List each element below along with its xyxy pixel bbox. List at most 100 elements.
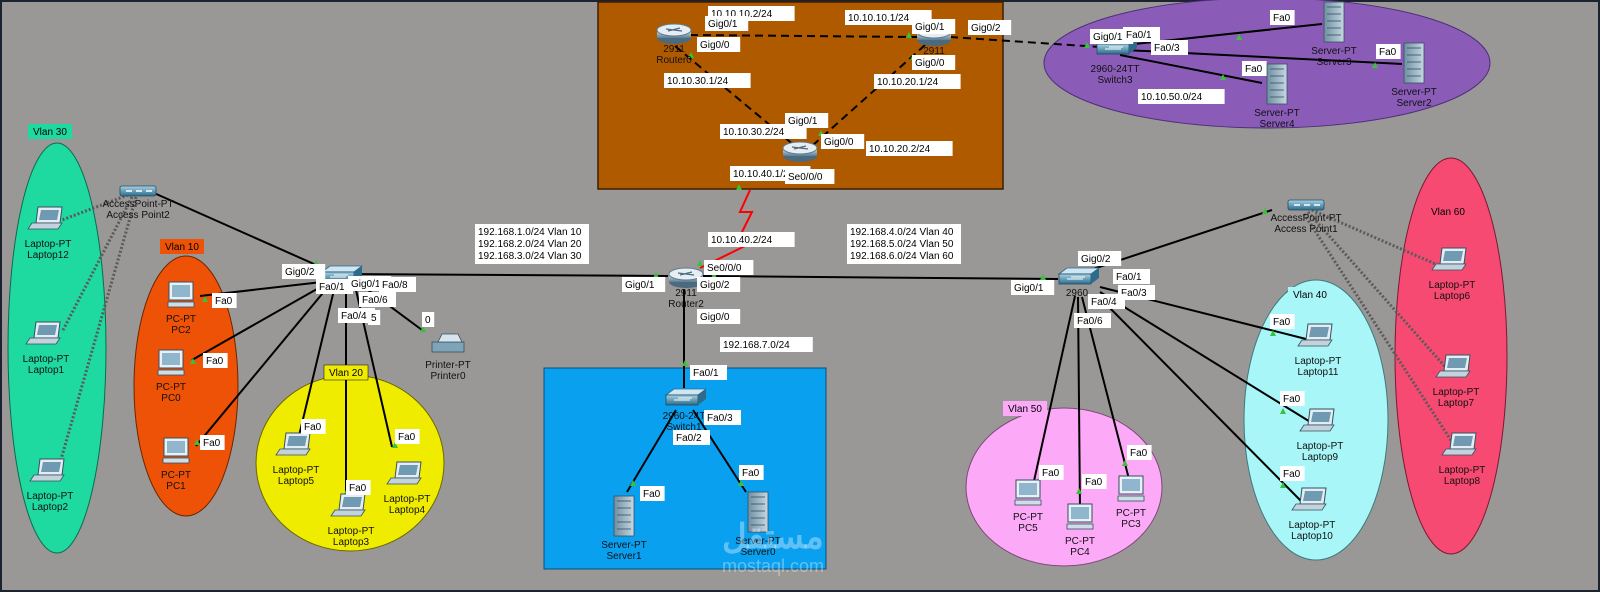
zone-label-vlan60: Vlan 60 [1426,204,1470,219]
device-type-label: PC-PT [1065,536,1095,547]
port-marker [630,480,636,486]
port-label-text: Fa0 [203,438,221,449]
ip-label: 10.10.50.0/24 [1138,89,1225,104]
vlan30-area [7,142,107,554]
device-type-label: Printer-PT [425,360,471,371]
vlan20-label: Vlan 20 [329,368,363,379]
port-label-text: Fa0/3 [707,413,733,424]
link-switchL-laptop5[interactable] [297,289,335,441]
port-label-text: Gig0/1 [1093,32,1123,43]
link-switchR-pc4[interactable] [1077,296,1081,511]
port-label: Fa0 [395,429,420,444]
switch-switchR[interactable]: 2960 [1057,267,1101,299]
ip-label: 10.10.20.2/24 [866,141,953,156]
link-switchR-pc5[interactable] [1031,295,1076,491]
link-switch3-server4[interactable] [1119,54,1263,84]
port-label: Gig0/2 [697,277,741,292]
device-name-label: Laptop1 [28,365,65,376]
link-router2-switchL[interactable] [342,273,669,277]
device-name-label: PC5 [1018,523,1038,534]
port-label: Fa0 [1270,314,1295,329]
link-switchL-pc1[interactable] [195,287,328,447]
port-label-text: Fa0/6 [362,295,388,306]
device-type-label: 2911 [663,44,685,55]
laptop-icon [1431,247,1467,271]
link-switchL-ap2[interactable] [153,192,324,269]
port-label-text: Gig0/1 [1014,283,1044,294]
vlan50-label: Vlan 50 [1008,404,1042,415]
port-marker [1372,62,1378,68]
ip-label-text: 10.10.10.1/24 [848,13,910,24]
watermark-brand: مستقل [722,518,824,556]
pc-icon [162,437,190,464]
router-routerC[interactable] [782,141,818,162]
link-serial-routerC-router2[interactable] [699,189,754,269]
wlink-ap1-laptop6 [1311,208,1441,268]
port-label-text: Fa0/2 [676,433,702,444]
network-info-left-line: 192.168.3.0/24 Vlan 30 [478,251,582,262]
laptop-icon [1297,323,1333,347]
device-name-label: Laptop11 [1298,367,1339,378]
device-type-label: PC-PT [166,314,196,325]
port-label-text: Fa0 [206,356,224,367]
port-label: Fa0 [1280,391,1305,406]
link-switchR-laptop9[interactable] [1099,291,1313,424]
pc-icon [1066,503,1094,530]
wireless-links [56,193,1458,471]
device-type-label: Laptop-PT [384,494,431,505]
device-name-label: Switch3 [1097,75,1132,86]
laptop-icon [386,461,422,485]
port-marker [1122,460,1128,466]
port-label: Gig0/2 [1078,251,1122,266]
port-label-text: Fa0/3 [1154,43,1180,54]
link-switch1-server0[interactable] [692,409,747,493]
pc-icon [157,349,185,376]
port-marker [190,358,196,364]
link-router2-switchR[interactable] [701,275,1059,280]
link-switchL-pc0[interactable] [191,284,325,361]
device-type-label: PC-PT [1013,512,1043,523]
device-type-label: 2911 [675,288,697,299]
ap-icon [119,185,157,197]
port-label: Fa0/3 [704,410,741,425]
port-label-text: Fa0/3 [1121,288,1147,299]
network-info-right-line: 192.168.6.0/24 Vlan 60 [850,251,954,262]
port-label: Fa0/4 [1088,294,1125,309]
port-label: Gig0/1 [705,16,749,31]
link-switchR-laptop10[interactable] [1097,295,1303,503]
port-label-text: Fa0 [1042,468,1060,479]
port-label-text: 5 [371,313,377,324]
watermark: مستقل mostaql.com [722,518,824,576]
device-type-label: Laptop-PT [1297,441,1344,452]
link-router0-router1[interactable] [689,34,918,38]
link-switch1-server1[interactable] [626,409,677,493]
